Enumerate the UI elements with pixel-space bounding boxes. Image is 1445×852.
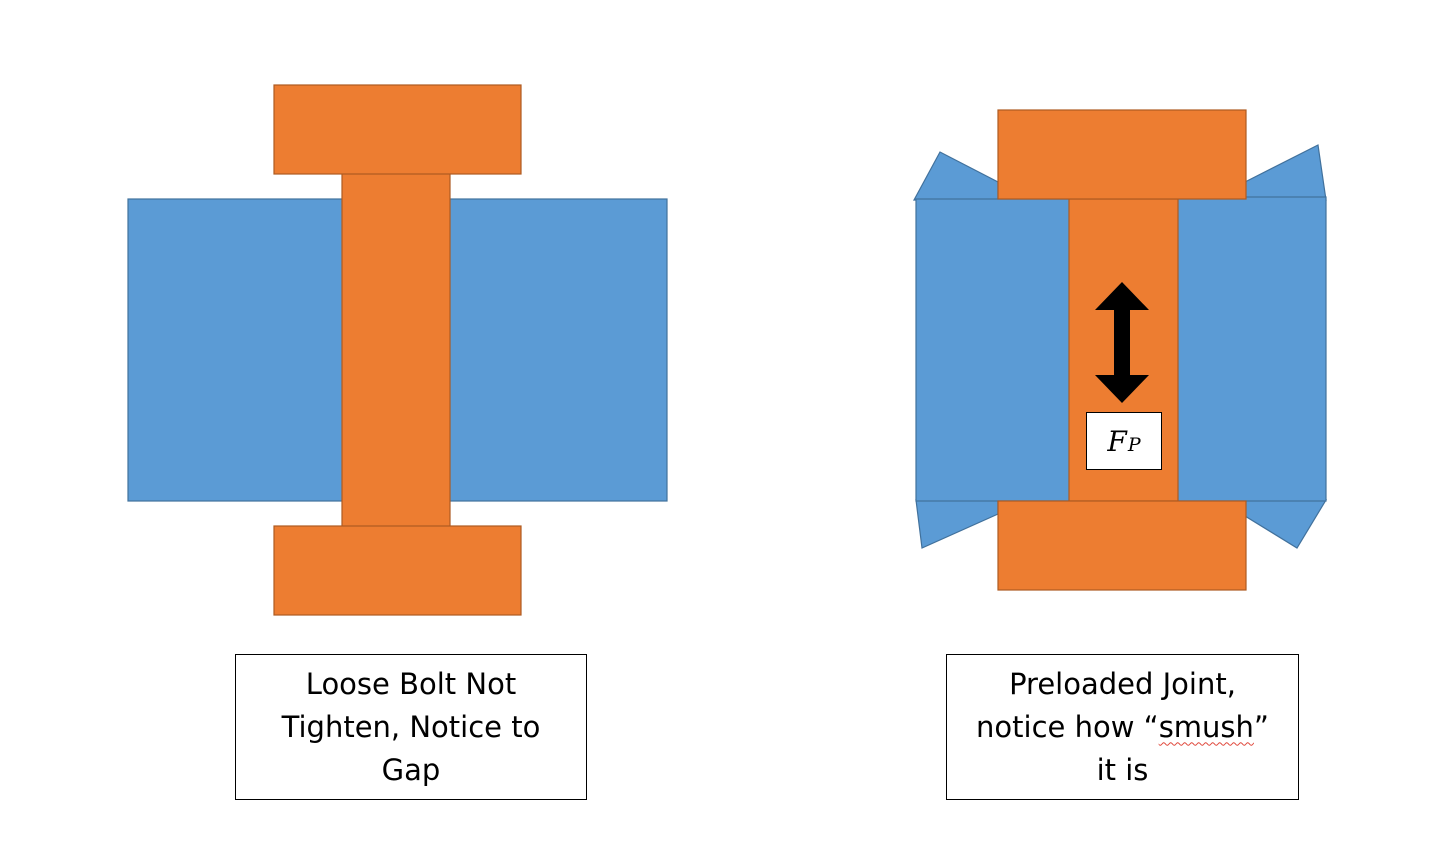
caption-text: notice how “ [976, 709, 1159, 744]
caption-text: ” [1253, 709, 1269, 744]
right-bolt-nut [997, 500, 1247, 591]
preloaded-joint-caption: Preloaded Joint, notice how “smush” it i… [946, 654, 1299, 800]
deformed-plate-bottom-right-wedge [1244, 499, 1328, 549]
right-preloaded-joint-diagram [912, 109, 1328, 591]
deformed-plate-bottom-left-wedge [915, 499, 999, 549]
force-subscript: P [1127, 434, 1141, 456]
right-bolt-head [997, 109, 1247, 200]
caption-line: Tighten, Notice to [281, 709, 541, 744]
preload-double-arrow [1095, 282, 1149, 403]
deformed-plate-top-left-wedge [912, 151, 999, 201]
deformed-plate-top-right-wedge [1244, 144, 1327, 201]
caption-line: it is [1096, 752, 1149, 787]
caption-line: Loose Bolt Not [305, 666, 517, 701]
spellcheck-flagged-word: smush [1158, 709, 1254, 744]
force-symbol: F [1107, 424, 1127, 458]
right-plate-right [1176, 196, 1327, 502]
left-bolt-shank [341, 172, 451, 529]
right-plate-left [915, 198, 1071, 502]
caption-line: Gap [381, 752, 441, 787]
caption-line: Preloaded Joint, [1009, 666, 1236, 701]
caption-line: notice how “smush” [976, 706, 1269, 749]
left-bolt-head [273, 84, 522, 175]
loose-bolt-caption: Loose Bolt Not Tighten, Notice to Gap [235, 654, 587, 800]
left-loose-bolt-diagram [127, 84, 668, 616]
left-bolt-nut [273, 525, 522, 616]
